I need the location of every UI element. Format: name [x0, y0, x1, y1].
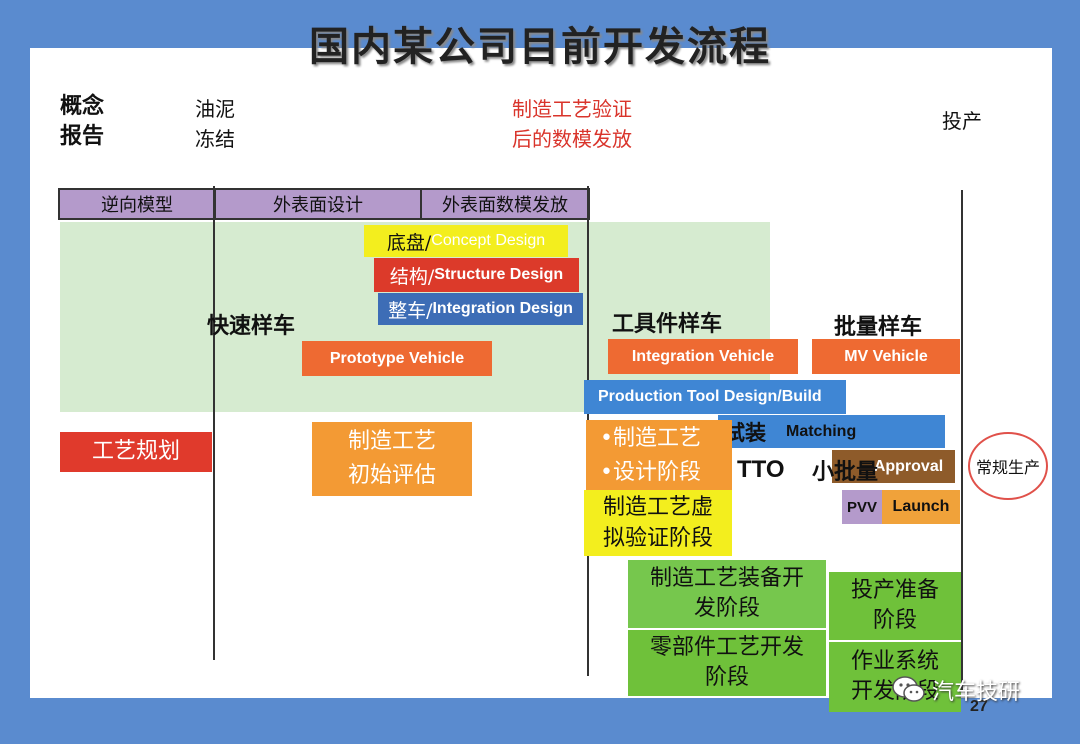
- prototype-vehicle-box: Prototype Vehicle: [302, 341, 492, 376]
- milestone-clay-line1: 油泥: [195, 97, 235, 121]
- track-structure-en: Structure Design: [434, 266, 564, 283]
- mv-vehicle-box: MV Vehicle: [812, 339, 960, 374]
- pvv-label: PVV: [846, 498, 877, 516]
- process-production-prep: 投产准备 阶段: [829, 572, 961, 640]
- timeline-divider-3: [961, 190, 963, 690]
- process-initial-eval-line1: 制造工艺: [347, 429, 436, 454]
- label-fast-proto: 快速样车: [207, 314, 296, 339]
- process-mfg-design-line1: •制造工艺: [600, 426, 701, 451]
- launch-box: Launch: [882, 490, 960, 524]
- regular-production-circle: 常规生产: [968, 432, 1048, 500]
- page-number: 27: [970, 698, 988, 715]
- milestone-clay-line2: 冻结: [195, 127, 235, 151]
- process-virtual-verify: 制造工艺虚 拟验证阶段: [584, 490, 732, 556]
- matching-box: 试装 Matching: [718, 415, 945, 448]
- production-tool-box: Production Tool Design/Build: [584, 380, 846, 414]
- track-structure: 结构/Structure Design: [374, 258, 579, 292]
- process-parts-dev-line2: 阶段: [704, 665, 749, 690]
- launch-label: Launch: [892, 498, 950, 515]
- process-parts-dev-line1: 零部件工艺开发: [649, 635, 804, 660]
- process-virtual-verify-line2: 拟验证阶段: [602, 526, 713, 551]
- track-integration-en: Integration Design: [432, 300, 573, 317]
- process-initial-eval-line2: 初始评估: [347, 463, 436, 488]
- phase-surface-design: 外表面设计: [214, 188, 422, 220]
- milestone-clay: 油泥 冻结: [195, 94, 235, 154]
- track-chassis: 底盘/Concept Design: [364, 225, 568, 257]
- milestone-production: 投产: [942, 109, 982, 133]
- timeline-divider-1: [213, 186, 215, 660]
- process-planning: 工艺规划: [60, 432, 212, 472]
- phase-reverse-model: 逆向模型: [58, 188, 216, 220]
- milestone-mfg-line2: 后的数模发放: [512, 127, 632, 151]
- watermark-label: 汽车技研: [932, 680, 1021, 705]
- process-equipment-dev: 制造工艺装备开 发阶段: [628, 560, 826, 628]
- milestone-concept: 概念 报告: [60, 92, 104, 152]
- wechat-icon: [892, 676, 925, 702]
- milestone-mfg-line1: 制造工艺验证: [512, 97, 632, 121]
- phase-surface-release: 外表面数模发放: [420, 188, 590, 220]
- watermark: 汽车技研: [892, 674, 1020, 706]
- approval-box: Approval: [832, 450, 955, 483]
- process-parts-dev: 零部件工艺开发 阶段: [628, 630, 826, 696]
- process-virtual-verify-line1: 制造工艺虚: [602, 495, 713, 520]
- page-title: 国内某公司目前开发流程: [309, 24, 771, 70]
- approval-label: Approval: [873, 457, 944, 475]
- track-integration: 整车/Integration Design: [378, 293, 583, 325]
- pvv-box: PVV: [842, 490, 882, 524]
- tto-label: TTO: [737, 456, 785, 483]
- milestone-concept-line2: 报告: [60, 124, 105, 149]
- label-tooling-car: 工具件样车: [612, 312, 723, 337]
- process-production-prep-line2: 阶段: [872, 608, 917, 633]
- integration-vehicle-box: Integration Vehicle: [608, 339, 798, 374]
- small-batch-label: 小批量: [812, 460, 879, 485]
- process-mfg-design-line2: •设计阶段: [600, 460, 701, 485]
- track-chassis-en: Concept Design: [431, 232, 546, 249]
- milestone-mfg-data: 制造工艺验证 后的数模发放: [512, 94, 632, 154]
- process-work-system-line1: 作业系统: [850, 649, 939, 674]
- process-production-prep-line1: 投产准备: [850, 578, 939, 603]
- track-structure-cn: 结构/: [389, 265, 435, 288]
- track-chassis-cn: 底盘/: [386, 231, 432, 254]
- process-equipment-dev-line1: 制造工艺装备开: [649, 566, 804, 591]
- label-batch-car: 批量样车: [834, 315, 923, 340]
- matching-label: Matching: [786, 422, 857, 440]
- milestone-concept-line1: 概念: [60, 94, 105, 119]
- process-initial-eval: 制造工艺 初始评估: [312, 422, 472, 496]
- regular-production-label: 常规生产: [975, 458, 1040, 477]
- track-integration-cn: 整车/: [388, 299, 433, 322]
- process-equipment-dev-line2: 发阶段: [693, 596, 760, 621]
- process-mfg-design: •制造工艺 •设计阶段: [586, 420, 732, 492]
